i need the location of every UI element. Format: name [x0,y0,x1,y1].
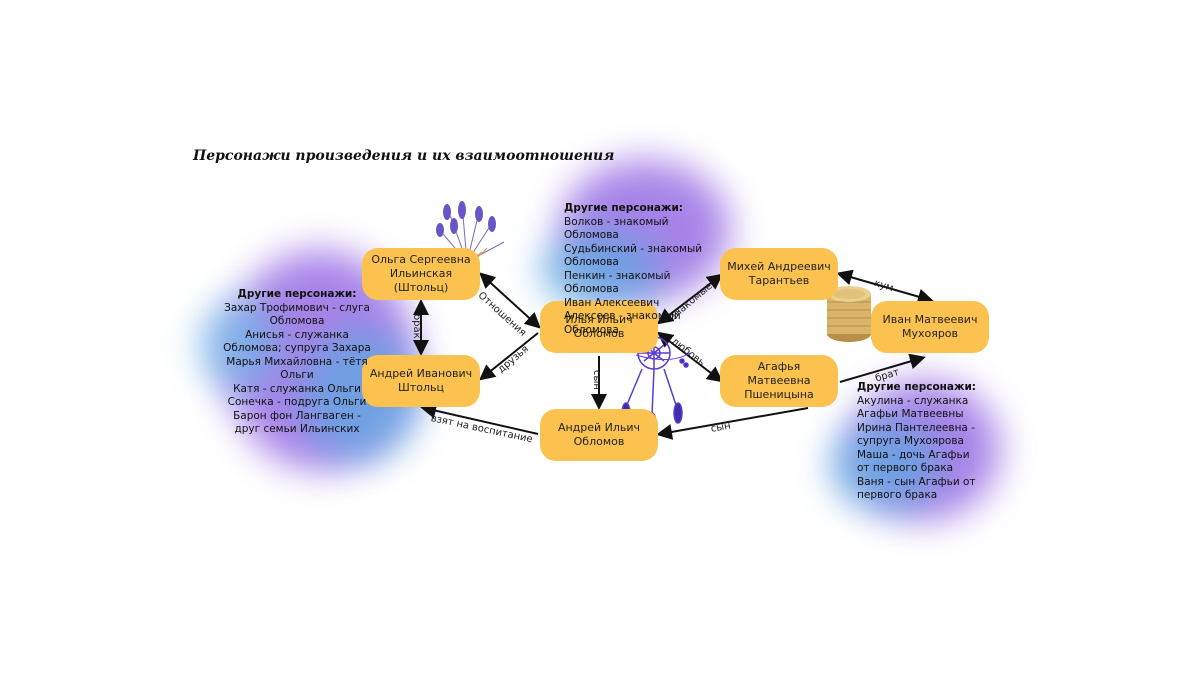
other-right-line: Ирина Пантелеевна - супруга Мухоярова [857,421,975,448]
other-top-line: Волков - знакомый Обломова [564,215,669,242]
other-right-heading: Другие персонажи: [857,381,977,393]
edge-label-olga-stolz: брак [411,314,422,339]
edge-oblomov-tarantiev [656,273,724,325]
other-right-line: Маша - дочь Агафьи от первого брака [857,448,970,475]
node-stolz: Андрей Иванович Штольц [362,355,480,407]
other-left-line: Захар Трофимович - слуга Обломова [224,301,370,328]
other-right-line: Акулина - служанка Агафьи Матвеевны [857,394,969,421]
other-left-line: Марья Михайловна - тётя Ольги [226,355,368,382]
coins-icon [827,286,871,342]
other-top-line: Судьбинский - знакомый Обломова [564,242,703,269]
other-characters-top: Другие персонажи: Волков - знакомый Обло… [564,202,714,337]
edge-olga-oblomov [479,272,541,329]
watercolor-left-blue2 [200,300,280,390]
edge-label-oblomov-andrey: сын [591,370,602,390]
edge-oblomov-agafya [656,331,724,383]
other-characters-right: Другие персонажи: Акулина - служанка Ага… [857,381,977,503]
node-andrey-jr: Андрей Ильич Обломов [540,409,658,461]
watercolor-right-blue [830,420,940,510]
other-left-line: Анисья - служанка Обломова; супруга Заха… [223,328,371,355]
edge-tarantiev-mukhoyarov [836,269,934,305]
edge-stolz-oblomov [478,332,539,381]
other-right-line: Ваня - сын Агафьи от первого брака [857,475,976,502]
node-agafya: Агафья Матвеевна Пшеницына [720,355,838,407]
other-top-line: Иван Алексеевич Алексеев - знакомый Обло… [564,296,681,336]
node-mukhoyarov: Иван Матвеевич Мухояров [871,301,989,353]
page-title: Персонажи произведения и их взаимоотноше… [193,148,615,164]
edge-agafya-andrey [656,407,809,440]
other-left-heading: Другие персонажи: [237,288,357,300]
other-top-line: Пенкин - знакомый Обломова [564,269,671,296]
node-tarantiev: Михей Андреевич Тарантьев [720,248,838,300]
other-left-line: Катя - служанка Ольги [233,382,361,395]
other-characters-left: Другие персонажи: Захар Трофимович - слу… [222,288,372,437]
edge-andrey-stolz [420,402,539,435]
other-left-line: Барон фон Лангваген - друг семьи Ильинск… [233,409,361,436]
edge-agafya-mukhoyarov [839,353,926,383]
node-olga: Ольга Сергеевна Ильинская (Штольц) [362,248,480,300]
watercolor-top-blue [540,230,660,310]
other-left-line: Сонечка - подруга Ольги [227,396,367,408]
other-top-heading: Другие персонажи: [564,202,684,214]
node-oblomov: Илья Ильич Обломов [540,301,658,353]
